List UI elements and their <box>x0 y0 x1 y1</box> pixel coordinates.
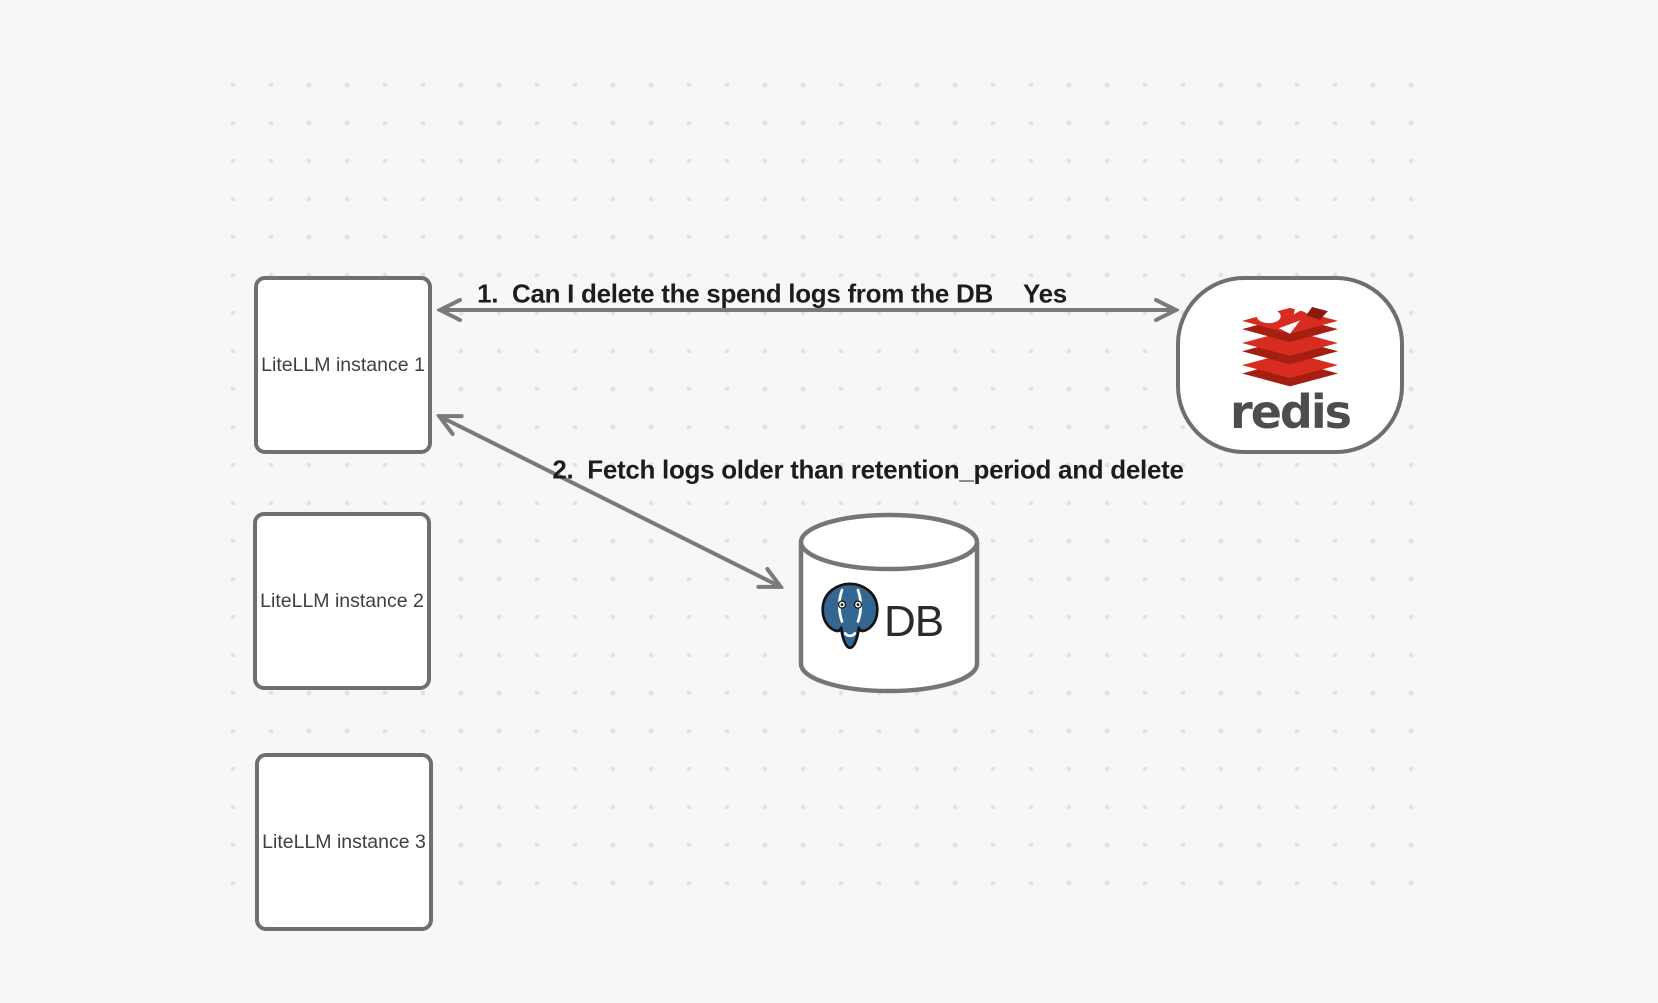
node-redis[interactable]: redis <box>1176 276 1404 454</box>
node-label: LiteLLM instance 3 <box>262 830 426 853</box>
redis-logo-icon <box>1242 295 1338 387</box>
node-database[interactable]: DB <box>796 510 982 696</box>
node-label: LiteLLM instance 1 <box>261 353 425 376</box>
node-litellm-instance-1[interactable]: LiteLLM instance 1 <box>254 276 432 454</box>
arrow-1-label[interactable]: 1. Can I delete the spend logs from the … <box>477 278 993 309</box>
db-label: DB <box>884 597 944 646</box>
postgresql-elephant-icon <box>821 582 879 650</box>
node-litellm-instance-2[interactable]: LiteLLM instance 2 <box>253 512 431 690</box>
arrow-2-label[interactable]: 2. Fetch logs older than retention_perio… <box>552 454 1184 485</box>
node-litellm-instance-3[interactable]: LiteLLM instance 3 <box>255 753 433 931</box>
arrow-1-response-label[interactable]: Yes <box>1023 278 1067 309</box>
database-cylinder-icon <box>798 512 980 694</box>
arrow-litellm1-db[interactable] <box>441 417 779 586</box>
node-label: LiteLLM instance 2 <box>260 589 424 612</box>
redis-wordmark: redis <box>1230 385 1352 439</box>
